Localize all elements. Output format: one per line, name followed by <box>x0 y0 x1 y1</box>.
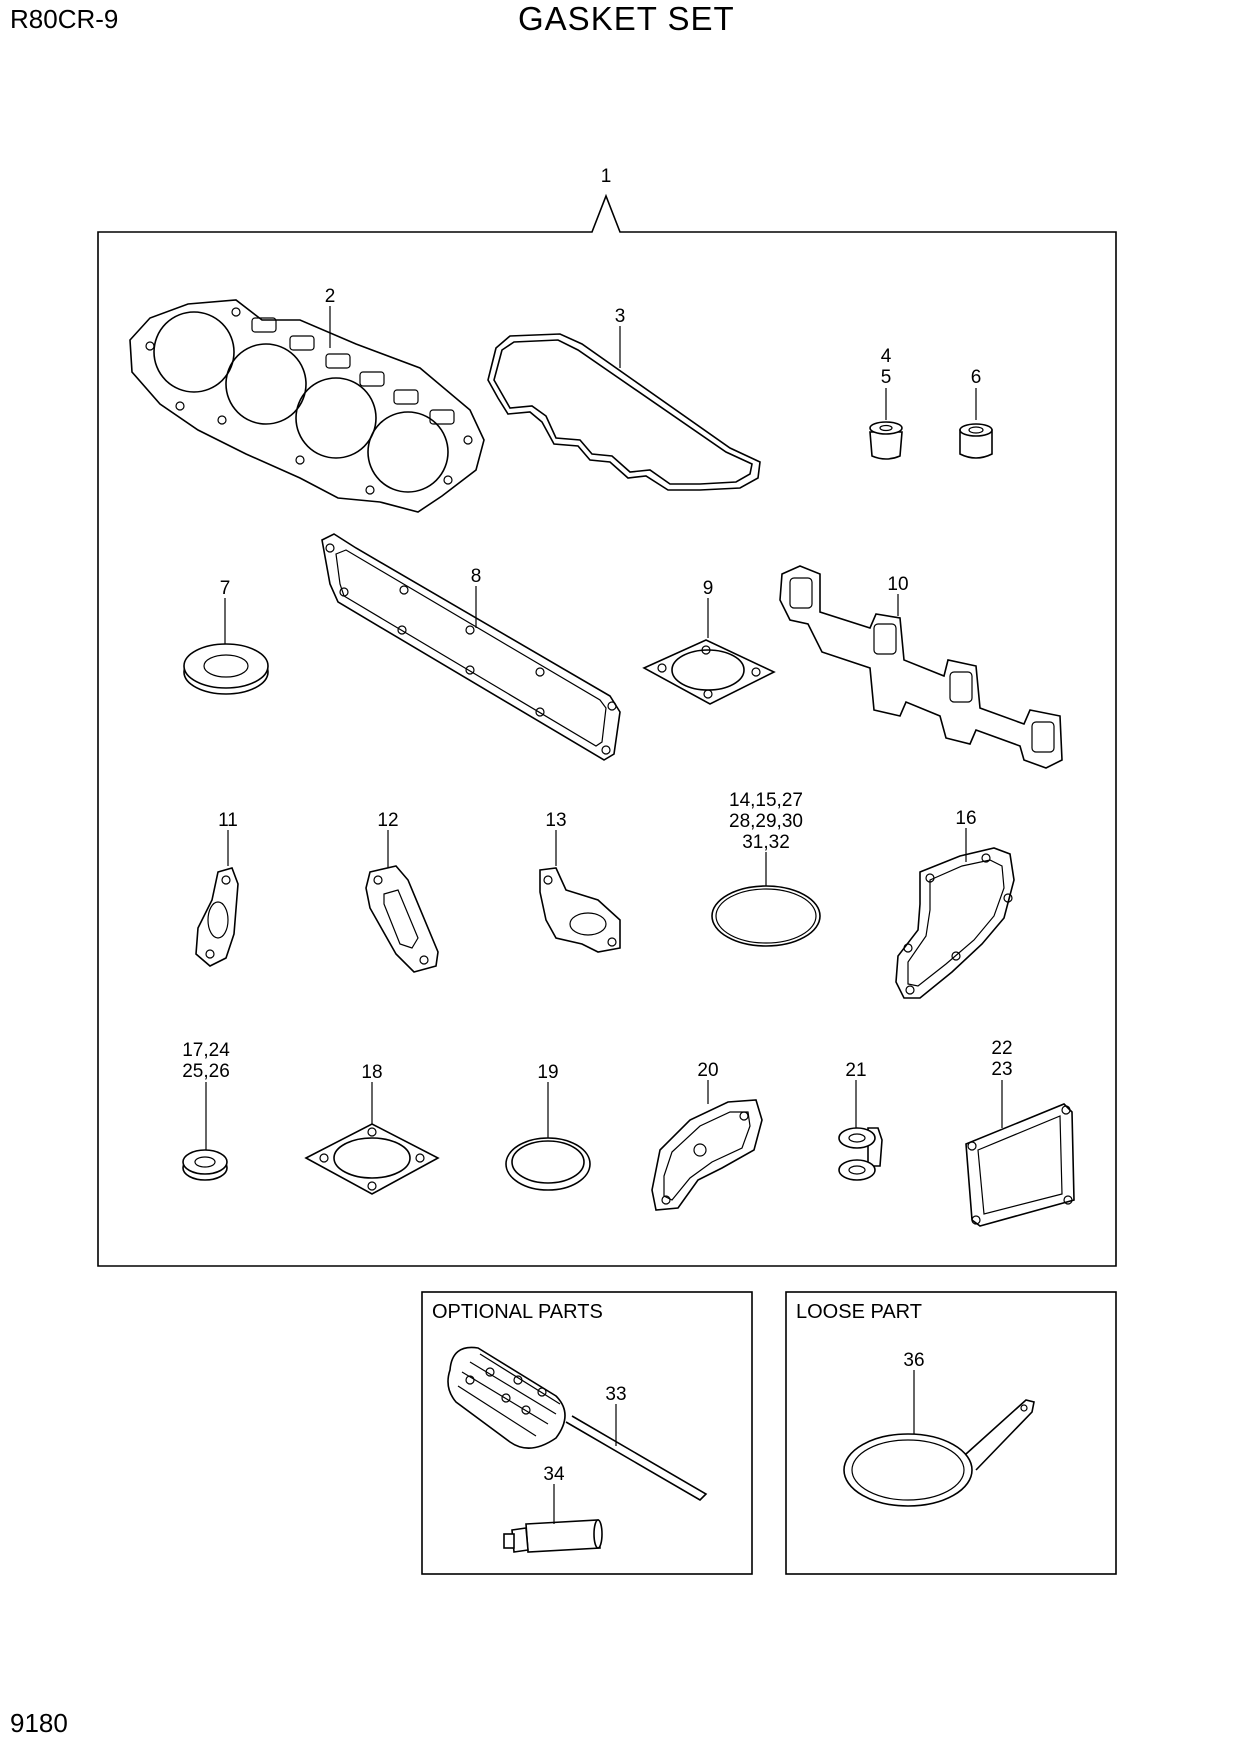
callout-13: 13 <box>545 810 566 831</box>
callout-20: 20 <box>697 1060 718 1081</box>
washer-pair-21 <box>838 1080 883 1181</box>
o-ring <box>711 852 821 947</box>
callout-14-group-line3: 31,32 <box>742 832 790 853</box>
callout-16: 16 <box>955 808 976 829</box>
callout-17-group-line2: 25,26 <box>182 1061 230 1082</box>
page-title: GASKET SET <box>518 0 735 37</box>
water-pump-gasket <box>895 828 1015 999</box>
callout-2: 2 <box>325 286 336 307</box>
callout-8: 8 <box>471 566 482 587</box>
square-gasket-22 <box>965 1080 1075 1227</box>
callout-36: 36 <box>903 1350 924 1371</box>
optional-parts-label: OPTIONAL PARTS <box>432 1301 603 1323</box>
filter-wrench <box>843 1370 1035 1507</box>
page-number: 9180 <box>10 1708 68 1738</box>
model-code: R80CR-9 <box>10 4 119 34</box>
callout-6: 6 <box>971 367 982 388</box>
callout-34: 34 <box>543 1464 565 1485</box>
callout-18: 18 <box>361 1062 382 1083</box>
callout-22: 22 <box>991 1038 1012 1059</box>
loose-part-box <box>785 1291 1117 1575</box>
cylinder-brush <box>447 1346 708 1502</box>
callout-23: 23 <box>991 1059 1012 1080</box>
ring-gasket-19 <box>505 1082 591 1191</box>
callout-3: 3 <box>615 306 626 327</box>
gasket-13 <box>539 830 621 953</box>
callout-12: 12 <box>377 810 398 831</box>
rocker-cover-gasket <box>487 326 761 491</box>
valve-stem-seal <box>869 388 903 460</box>
callout-17-group-line1: 17,24 <box>182 1040 230 1061</box>
callout-7: 7 <box>220 578 231 599</box>
callout-11: 11 <box>218 810 238 831</box>
flange-gasket-9 <box>642 598 776 705</box>
callout-14-group-line1: 14,15,27 <box>729 790 803 811</box>
optional-parts-box <box>421 1291 753 1575</box>
sealant-tube <box>503 1484 603 1553</box>
gasket-12 <box>365 830 439 973</box>
callout-4: 4 <box>881 346 892 367</box>
callout-21: 21 <box>845 1060 866 1081</box>
loose-part-label: LOOSE PART <box>796 1301 922 1323</box>
gasket-11 <box>195 830 239 967</box>
gasket-set-frame <box>97 193 1117 1267</box>
callout-5: 5 <box>881 367 892 388</box>
callout-10: 10 <box>887 574 908 595</box>
callout-9: 9 <box>703 578 714 599</box>
seal-6 <box>959 388 993 459</box>
cylinder-head-gasket <box>129 299 485 513</box>
callout-19: 19 <box>537 1062 558 1083</box>
callout-33: 33 <box>605 1384 626 1405</box>
callout-1: 1 <box>601 166 612 187</box>
callout-14-group-line2: 28,29,30 <box>729 811 803 832</box>
intake-manifold-gasket <box>321 533 621 761</box>
exhaust-manifold-gasket <box>779 565 1063 769</box>
oil-seal-ring <box>183 598 269 695</box>
flange-gasket-18 <box>304 1082 440 1195</box>
washer-17 <box>182 1082 228 1181</box>
gasket-20 <box>651 1080 763 1211</box>
